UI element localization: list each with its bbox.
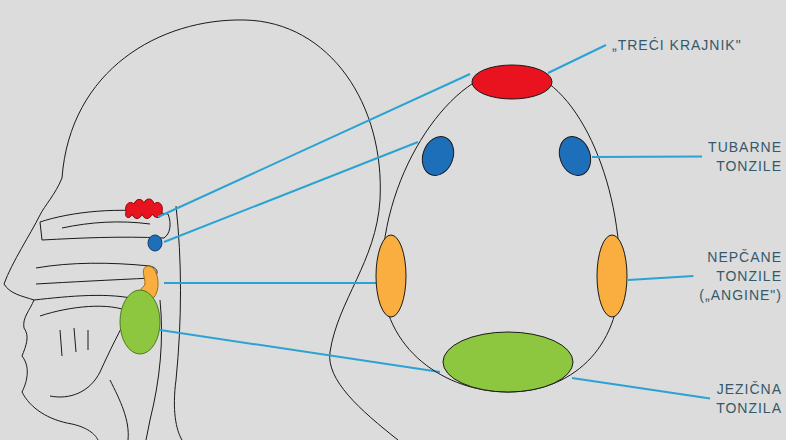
nasal-concha [62,222,150,228]
lingual-tonsil-oval [443,332,573,392]
part-label: NEPČANE TONZILE („ANGINE") [664,248,782,305]
lingual-tonsil [120,290,160,354]
leader-line [572,378,710,399]
teeth [60,328,88,356]
part-label: JEZIČNA TONZILA [664,380,782,418]
leader-line [628,276,693,280]
head-outline [4,20,398,440]
palate [36,263,157,284]
tongue [40,306,130,397]
label-leaders [548,45,710,399]
face-profile [4,178,98,440]
neck-front [110,380,128,440]
leader-line [164,142,418,242]
leader-lines [158,74,470,372]
palatine-tonsil-oval [376,235,406,317]
leader-line [592,156,702,159]
tubal-tonsil [148,235,162,251]
ring-outline [382,70,620,392]
leader-line [160,330,440,372]
palatine-tonsil-oval [597,235,627,317]
part-label: „TREĆI KRAJNIK" [612,36,742,55]
tubal-tonsil-oval [554,132,596,180]
leader-line [164,282,376,284]
leader-line [548,45,606,73]
leader-line [158,74,470,217]
head-back [62,20,398,440]
part-label: TUBARNE TONZILE [664,138,782,176]
tubal-tonsil-oval [417,132,459,180]
adenoid [126,199,163,219]
pharynx-back-wall [174,206,182,440]
adenoid-oval [472,65,552,99]
